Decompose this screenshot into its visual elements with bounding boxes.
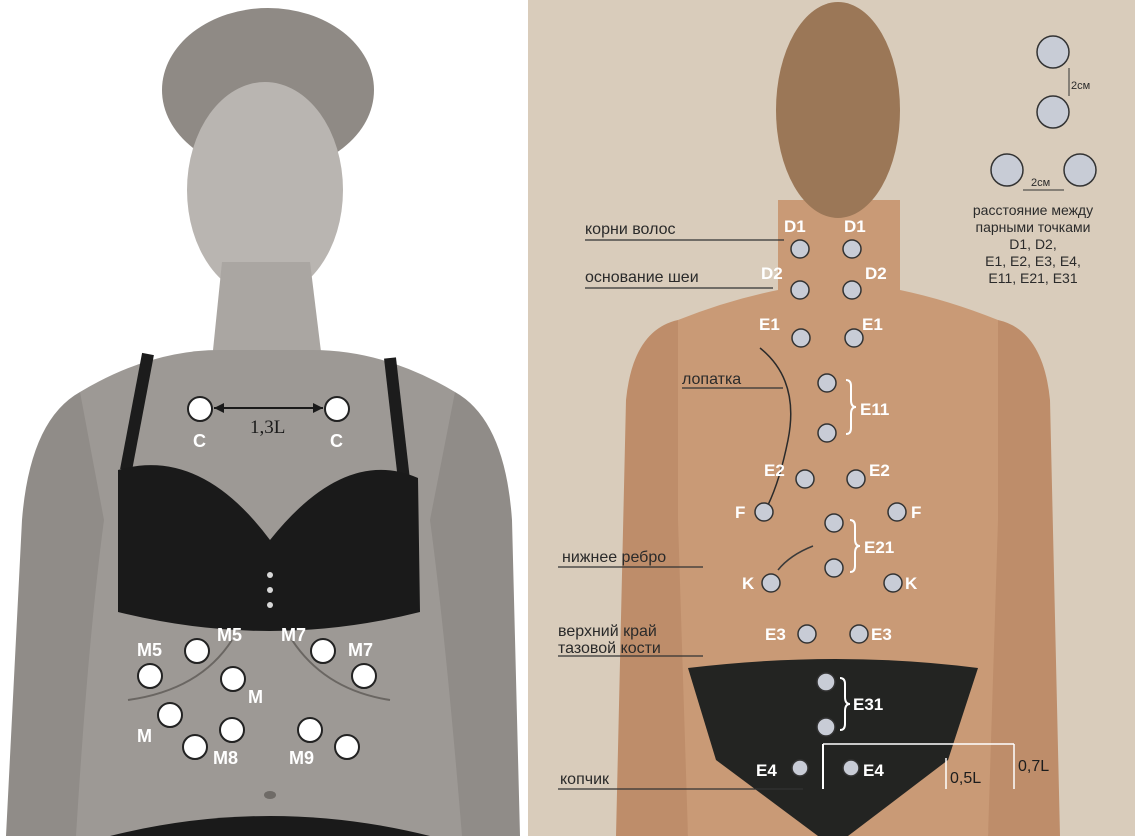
label-m5-left: M5 <box>137 640 162 660</box>
point-m-lower-right <box>298 718 322 742</box>
point-e3-right <box>850 625 868 643</box>
point-k-right <box>884 574 902 592</box>
spacing-legend: 2см 2см <box>991 36 1096 190</box>
label-iliac-crest-1: верхний край <box>558 623 657 640</box>
legend-line: D1, D2, <box>945 236 1121 253</box>
bra-button <box>267 572 273 578</box>
back-arm-left <box>616 320 688 836</box>
label-k-right: K <box>905 574 918 593</box>
point-e11-upper <box>818 374 836 392</box>
label-scapula: лопатка <box>682 371 741 388</box>
point-c-left <box>188 397 212 421</box>
point-e2-left <box>796 470 814 488</box>
label-e31: E31 <box>853 695 883 714</box>
label-c-left: C <box>193 431 206 451</box>
point-d1-left <box>791 240 809 258</box>
point-m8 <box>183 735 207 759</box>
legend-line: расстояние между <box>945 202 1121 219</box>
point-k-left <box>762 574 780 592</box>
navel <box>264 791 276 799</box>
distance-label: 1,3L <box>250 417 285 438</box>
point-m-center <box>221 667 245 691</box>
front-view-panel: 1,3L C C M5 M5 M7 M7 M M M8 M9 <box>0 0 520 836</box>
back-view-figure: корни волос основание шеи лопатка нижнее… <box>528 0 1135 836</box>
label-spacing-vertical: 2см <box>1071 80 1090 92</box>
label-e3-left: E3 <box>765 625 786 644</box>
label-m5-right: M5 <box>217 625 242 645</box>
legend-point <box>1037 96 1069 128</box>
label-m-center: M <box>248 687 263 707</box>
front-view-figure: 1,3L C C M5 M5 M7 M7 M M M8 M9 <box>0 0 520 836</box>
label-d2-right: D2 <box>865 264 887 283</box>
label-f-left: F <box>735 503 745 522</box>
point-m5-left <box>185 639 209 663</box>
bra-button <box>267 602 273 608</box>
point-d2-right <box>843 281 861 299</box>
label-f-right: F <box>911 503 921 522</box>
point-e1-right <box>845 329 863 347</box>
label-m8: M8 <box>213 748 238 768</box>
point-d1-right <box>843 240 861 258</box>
label-e1-right: E1 <box>862 315 883 334</box>
label-m-left: M <box>137 726 152 746</box>
label-lower-rib: нижнее ребро <box>562 549 666 566</box>
label-half-l: 0,5L <box>950 770 981 787</box>
point-m5-right <box>138 664 162 688</box>
point-e4-right <box>843 760 859 776</box>
label-e11: E11 <box>860 400 889 419</box>
label-c-right: C <box>330 431 343 451</box>
point-e21-upper <box>825 514 843 532</box>
point-f-left <box>755 503 773 521</box>
point-m7-left <box>311 639 335 663</box>
label-d1-right: D1 <box>844 217 866 236</box>
neck-shape <box>212 262 322 360</box>
bra-button <box>267 587 273 593</box>
spacing-legend-text: расстояние между парными точками D1, D2,… <box>945 202 1121 287</box>
point-m-left <box>158 703 182 727</box>
label-coccyx: копчик <box>560 771 610 788</box>
point-e2-right <box>847 470 865 488</box>
legend-line: парными точками <box>945 219 1121 236</box>
point-f-right <box>888 503 906 521</box>
point-c-right <box>325 397 349 421</box>
legend-point <box>1037 36 1069 68</box>
label-m7-right: M7 <box>348 640 373 660</box>
label-e4-left: E4 <box>756 761 777 780</box>
point-e21-lower <box>825 559 843 577</box>
legend-line: E1, E2, E3, E4, <box>945 253 1121 270</box>
label-m9: M9 <box>289 748 314 768</box>
label-d1-left: D1 <box>784 217 806 236</box>
label-e2-right: E2 <box>869 461 890 480</box>
label-seven-tenths-l: 0,7L <box>1018 758 1049 775</box>
point-m9 <box>335 735 359 759</box>
label-spacing-horizontal: 2см <box>1031 177 1050 189</box>
point-m7-right <box>352 664 376 688</box>
label-e1-left: E1 <box>759 315 780 334</box>
point-e1-left <box>792 329 810 347</box>
point-e3-left <box>798 625 816 643</box>
label-hair-roots: корни волос <box>585 221 675 238</box>
label-e2-left: E2 <box>764 461 785 480</box>
back-hair <box>776 2 900 218</box>
label-e3-right: E3 <box>871 625 892 644</box>
point-e11-lower <box>818 424 836 442</box>
label-iliac-crest-2: тазовой кости <box>558 640 661 657</box>
point-m-lower <box>220 718 244 742</box>
label-e4-right: E4 <box>863 761 884 780</box>
legend-point <box>1064 154 1096 186</box>
legend-point <box>991 154 1023 186</box>
point-d2-left <box>791 281 809 299</box>
legend-line: E11, E21, E31 <box>945 270 1121 287</box>
label-e21: E21 <box>864 538 894 557</box>
point-e4-left <box>792 760 808 776</box>
label-neck-base: основание шеи <box>585 269 699 286</box>
label-k-left: K <box>742 574 755 593</box>
label-m7-left: M7 <box>281 625 306 645</box>
label-d2-left: D2 <box>761 264 783 283</box>
point-e31-lower <box>817 718 835 736</box>
back-view-panel: корни волос основание шеи лопатка нижнее… <box>528 0 1135 836</box>
point-e31-upper <box>817 673 835 691</box>
